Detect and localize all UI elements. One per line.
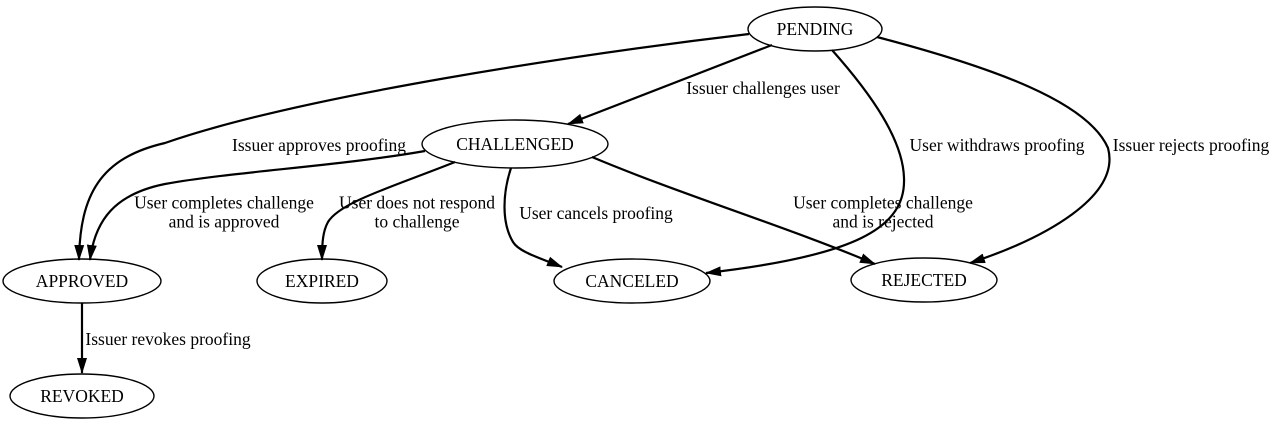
edge-pending-approved: [74, 32, 750, 261]
edge-pending-canceled: [705, 49, 906, 277]
node-ellipse-canceled: [553, 258, 711, 304]
edge-pending-challenged: [567, 43, 773, 126]
edge-challenged-approved: [86, 149, 426, 261]
edge-challenged-expired: [317, 160, 456, 261]
node-label-canceled: CANCELED: [585, 270, 679, 291]
node-label-approved: APPROVED: [35, 270, 129, 291]
node-ellipse-pending: [747, 6, 883, 52]
edge-challenged-canceled: [503, 167, 563, 269]
edge-label-issuer-approves-proofing: Issuer approves proofing: [232, 134, 406, 155]
edge-label-issuer-rejects-proofing: Issuer rejects proofing: [1112, 134, 1270, 155]
node-ellipse-challenged: [421, 119, 609, 169]
node-label-expired: EXPIRED: [285, 270, 359, 291]
edge-label-does-not-respond: User does not respond to challenge: [338, 192, 496, 231]
node-ellipse-revoked: [9, 373, 155, 419]
node-label-rejected: REJECTED: [881, 269, 967, 290]
edge-label-issuer-revokes-proofing: Issuer revokes proofing: [85, 328, 251, 349]
node-label-revoked: REVOKED: [40, 385, 124, 406]
node-label-pending: PENDING: [776, 18, 854, 39]
edge-label-completes-challenge-approved: User completes challenge and is approved: [134, 192, 314, 231]
edge-pending-rejected: [876, 35, 1111, 265]
node-label-challenged: CHALLENGED: [456, 133, 574, 154]
edge-label-user-withdraws-proofing: User withdraws proofing: [909, 134, 1085, 155]
edge-label-user-cancels-proofing: User cancels proofing: [519, 202, 673, 223]
edge-label-issuer-challenges-user: Issuer challenges user: [686, 77, 840, 98]
node-ellipse-rejected: [850, 257, 998, 303]
edge-challenged-rejected: [591, 155, 876, 266]
edge-label-completes-challenge-rejected: User completes challenge and is rejected: [793, 192, 973, 231]
